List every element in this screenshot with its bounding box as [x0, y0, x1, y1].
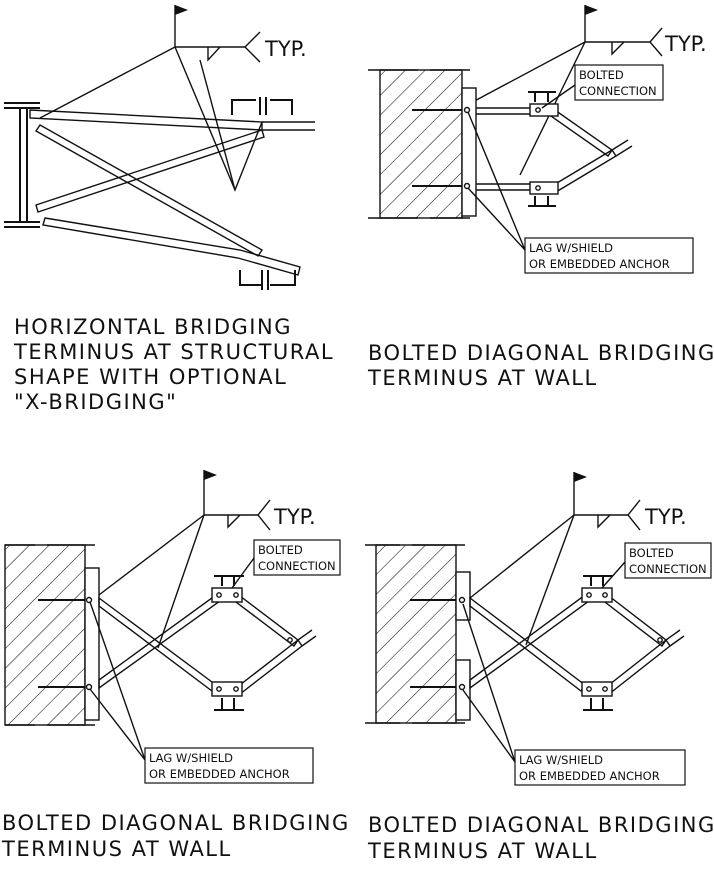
callout-bolted-line-1: BOLTED — [579, 68, 624, 82]
joist-chords — [231, 97, 296, 290]
flag-icon — [585, 5, 598, 15]
bearing-plate — [461, 87, 477, 217]
callout-lag-line-2: OR EMBEDDED ANCHOR — [149, 767, 290, 781]
masonry-wall — [4, 544, 86, 726]
caption-line-4: "X-BRIDGING" — [14, 390, 177, 414]
weld-symbol: TYP. — [466, 5, 707, 176]
callout-lag-line-1: LAG W/SHIELD — [149, 751, 233, 765]
typ-label: TYP. — [273, 505, 316, 529]
bridging-members — [29, 109, 315, 276]
callout-bolted-connection: BOLTED CONNECTION — [541, 64, 664, 109]
callout-bolted-line-2: CONNECTION — [629, 562, 707, 576]
callout-bolted-line-1: BOLTED — [258, 543, 303, 557]
weld-symbol: TYP. — [94, 470, 316, 649]
caption-line-1: BOLTED DIAGONAL BRIDGING — [2, 811, 350, 835]
structural-shape — [4, 102, 40, 228]
caption-line-2: TERMINUS AT WALL — [367, 366, 598, 390]
caption-line-2: TERMINUS AT WALL — [367, 839, 598, 863]
typ-label: TYP. — [664, 32, 707, 56]
detail-bolted-diagonal-1: TYP. BOLTED CONNECTION — [367, 5, 714, 390]
detail-bolted-diagonal-2: TYP. BOLTED CONNECTION LAG — [1, 470, 350, 861]
flag-icon — [574, 472, 587, 482]
caption-line-1: BOLTED DIAGONAL BRIDGING — [368, 813, 714, 837]
detail-horizontal-bridging: TYP. HORIZONTAL BRIDGING TERMINUS AT STR… — [4, 5, 334, 414]
typ-label: TYP. — [264, 37, 307, 61]
masonry-wall — [375, 544, 457, 724]
callout-lag-anchor: LAG W/SHIELD OR EMBEDDED ANCHOR — [467, 111, 694, 274]
callout-lag-line-1: LAG W/SHIELD — [529, 241, 613, 255]
caption-line-1: HORIZONTAL BRIDGING — [14, 315, 292, 339]
weld-symbol: TYP. — [39, 5, 307, 192]
callout-bolted-connection: BOLTED CONNECTION — [601, 542, 712, 589]
callout-lag-anchor: LAG W/SHIELD OR EMBEDDED ANCHOR — [462, 603, 686, 786]
caption-line-1: BOLTED DIAGONAL BRIDGING — [368, 341, 714, 365]
caption-line-2: TERMINUS AT WALL — [1, 837, 232, 861]
callout-lag-anchor: LAG W/SHIELD OR EMBEDDED ANCHOR — [89, 601, 314, 784]
weld-symbol: TYP. — [469, 472, 687, 646]
detail-bolted-diagonal-3: TYP. BOLTED CONNECTION LAG — [365, 472, 714, 863]
caption-line-3: SHAPE WITH OPTIONAL — [14, 365, 287, 389]
typ-label: TYP. — [644, 505, 687, 529]
masonry-wall — [379, 69, 463, 219]
callout-lag-line-2: OR EMBEDDED ANCHOR — [529, 257, 670, 271]
caption-line-2: TERMINUS AT STRUCTURAL — [13, 340, 334, 364]
callout-lag-line-1: LAG W/SHIELD — [519, 753, 603, 767]
callout-lag-line-2: OR EMBEDDED ANCHOR — [519, 769, 660, 783]
callout-bolted-line-2: CONNECTION — [579, 84, 657, 98]
flag-icon — [204, 470, 217, 480]
bearing-plate — [84, 567, 100, 721]
flag-icon — [175, 5, 188, 15]
callout-bolted-line-1: BOLTED — [629, 546, 674, 560]
callout-bolted-line-2: CONNECTION — [258, 559, 336, 573]
callout-bolted-connection: BOLTED CONNECTION — [231, 539, 341, 589]
bearing-plate-upper — [455, 571, 471, 621]
